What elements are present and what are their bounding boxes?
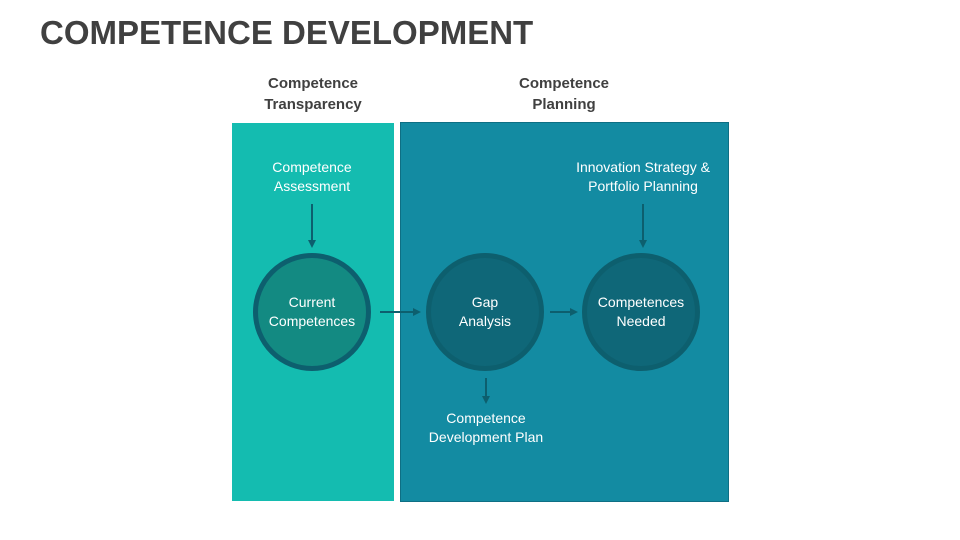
competences-needed-node: Competences Needed (582, 253, 700, 371)
competences-needed-label: Competences Needed (597, 294, 685, 329)
column-heading-planning: Competence Planning (518, 75, 610, 113)
gap-analysis-label: Gap Analysis (458, 294, 512, 329)
current-competences-label: Current Competences (268, 294, 356, 329)
page-title: COMPETENCE DEVELOPMENT (40, 14, 534, 51)
gap-analysis-node: Gap Analysis (426, 253, 544, 371)
column-heading-transparency: Competence Transparency (264, 75, 362, 113)
strategy-label: Innovation Strategy & Portfolio Planning (576, 159, 710, 194)
development-plan-label: Competence Development Plan (428, 410, 544, 445)
current-competences-node: Current Competences (253, 253, 371, 371)
assessment-label: Competence Assessment (272, 159, 352, 194)
